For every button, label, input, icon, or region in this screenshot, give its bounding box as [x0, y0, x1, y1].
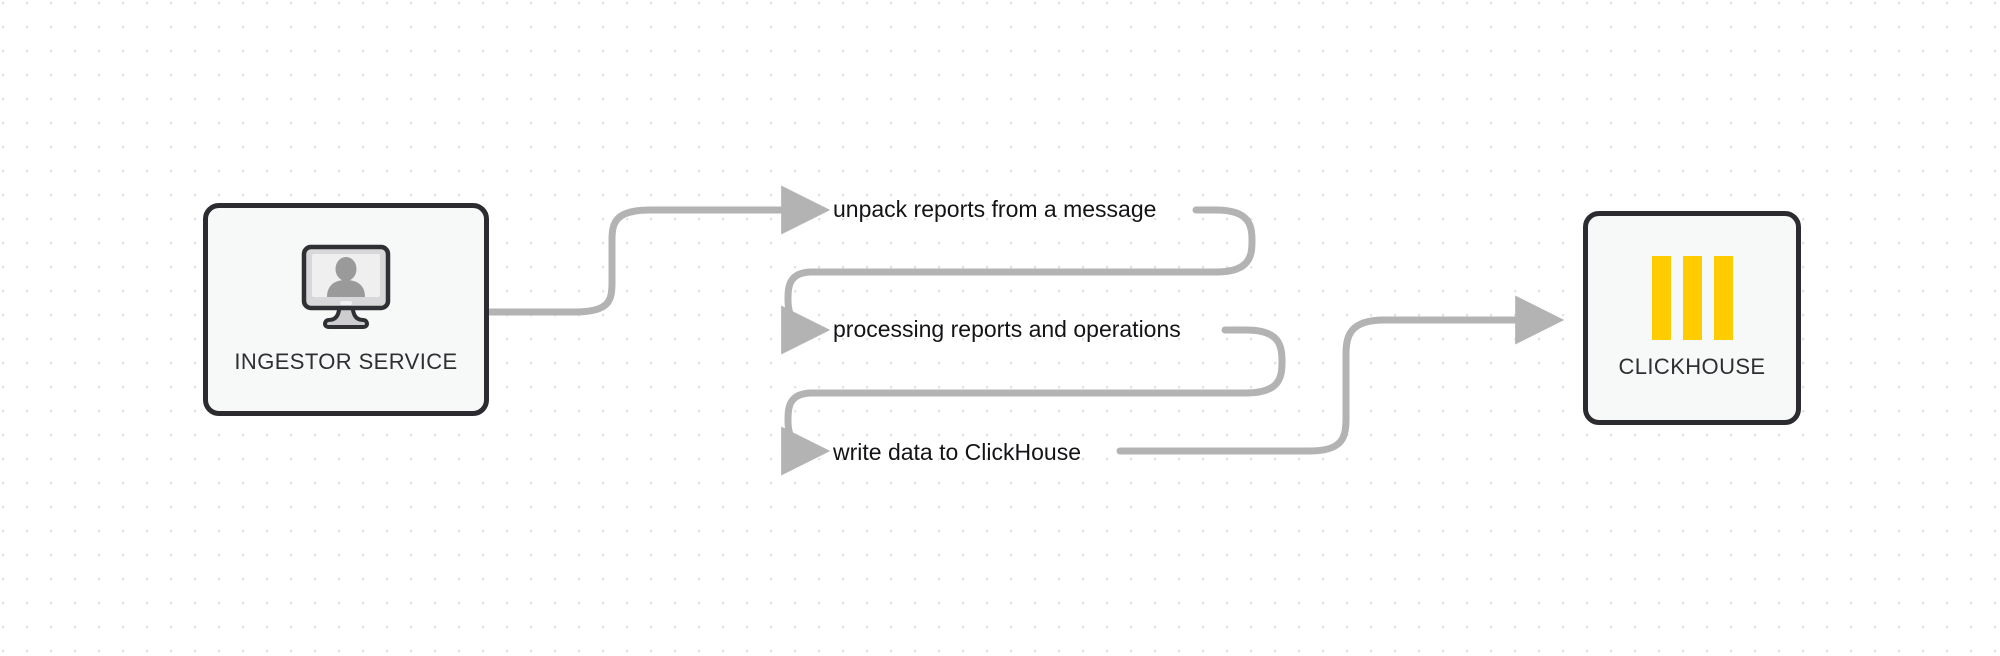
node-ingestor-service[interactable]: INGESTOR SERVICE — [203, 203, 489, 416]
clickhouse-bars-icon — [1651, 256, 1733, 340]
edge-label-unpack: unpack reports from a message — [833, 196, 1157, 222]
clickhouse-bar-3 — [1713, 256, 1733, 340]
edge-label-write: write data to ClickHouse — [833, 439, 1081, 465]
edge-path-processing-in — [781, 268, 831, 355]
edge-label-processing: processing reports and operations — [833, 316, 1181, 342]
node-label-ingestor-service: INGESTOR SERVICE — [234, 349, 458, 374]
node-clickhouse[interactable]: CLICKHOUSE — [1583, 211, 1801, 425]
edge-path-unpack-in — [486, 185, 831, 316]
clickhouse-bar-2 — [1682, 256, 1702, 340]
node-label-clickhouse: CLICKHOUSE — [1618, 354, 1766, 379]
clickhouse-bar-1 — [1651, 256, 1671, 340]
edge-path-write-to-clickhouse — [1116, 295, 1565, 455]
edge-path-write-in — [781, 389, 831, 476]
monitor-user-icon — [299, 244, 393, 335]
